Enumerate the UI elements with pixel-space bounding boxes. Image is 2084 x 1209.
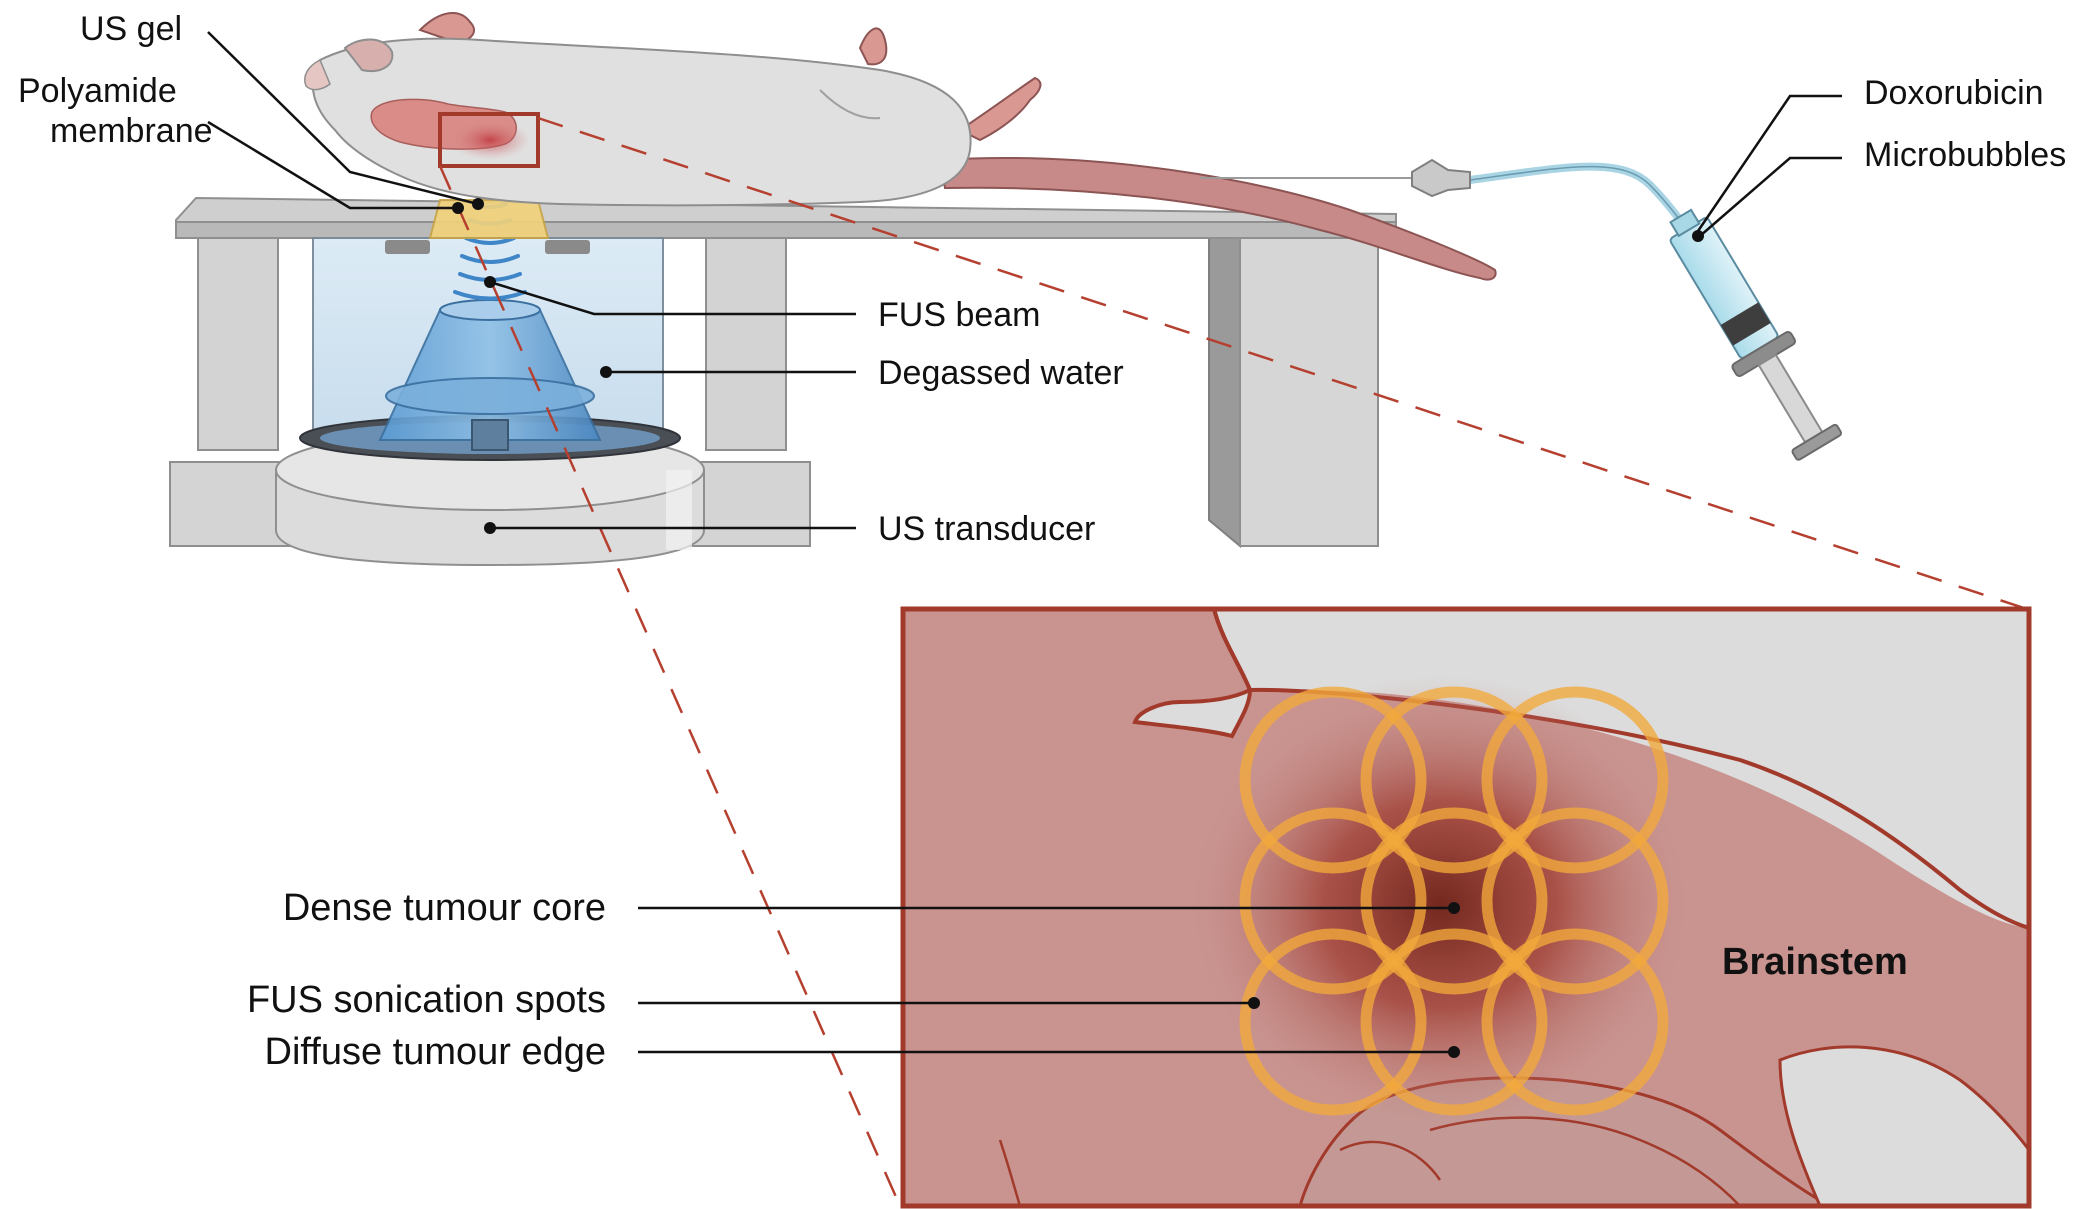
syringe — [1669, 208, 1843, 461]
label-dense-tumour-core: Dense tumour core — [283, 887, 606, 929]
sonication-spot-ring — [1481, 928, 1669, 1116]
label-microbubbles: Microbubbles — [1864, 136, 2066, 174]
label-polyamide-line2: membrane — [50, 112, 213, 150]
sonication-spot-ring — [1239, 686, 1427, 874]
fus-sonication-spots-grid — [1239, 686, 1669, 1116]
fus-cone — [378, 299, 602, 451]
target-region-box — [438, 112, 540, 168]
sonication-spot-ring — [1239, 807, 1427, 995]
sonication-spot-ring — [1481, 807, 1669, 995]
tumour-mass — [1180, 675, 1700, 1135]
sonication-spot-ring — [1360, 928, 1548, 1116]
sonication-spot-ring — [1360, 807, 1548, 995]
sonication-spot-ring — [1239, 928, 1427, 1116]
label-diffuse-tumour-edge: Diffuse tumour edge — [265, 1031, 607, 1073]
us-gel-pad — [428, 199, 550, 239]
label-doxorubicin: Doxorubicin — [1864, 74, 2044, 112]
label-us-transducer: US transducer — [878, 510, 1095, 548]
catheter-line — [1200, 158, 1684, 224]
label-degassed-water: Degassed water — [878, 354, 1124, 392]
label-brainstem: Brainstem — [1722, 941, 1908, 983]
rat — [304, 11, 1497, 281]
sonication-spot-ring — [1360, 686, 1548, 874]
label-fus-sonication-spots: FUS sonication spots — [247, 979, 606, 1021]
leader-dots — [452, 198, 1704, 1058]
sonication-spot-ring — [1481, 686, 1669, 874]
zoom-guide-lines — [438, 116, 2031, 1207]
label-us-gel: US gel — [80, 10, 182, 48]
label-fus-beam: FUS beam — [878, 296, 1041, 334]
leader-lines — [207, 31, 1842, 1054]
label-polyamide-line1: Polyamide — [18, 72, 177, 110]
